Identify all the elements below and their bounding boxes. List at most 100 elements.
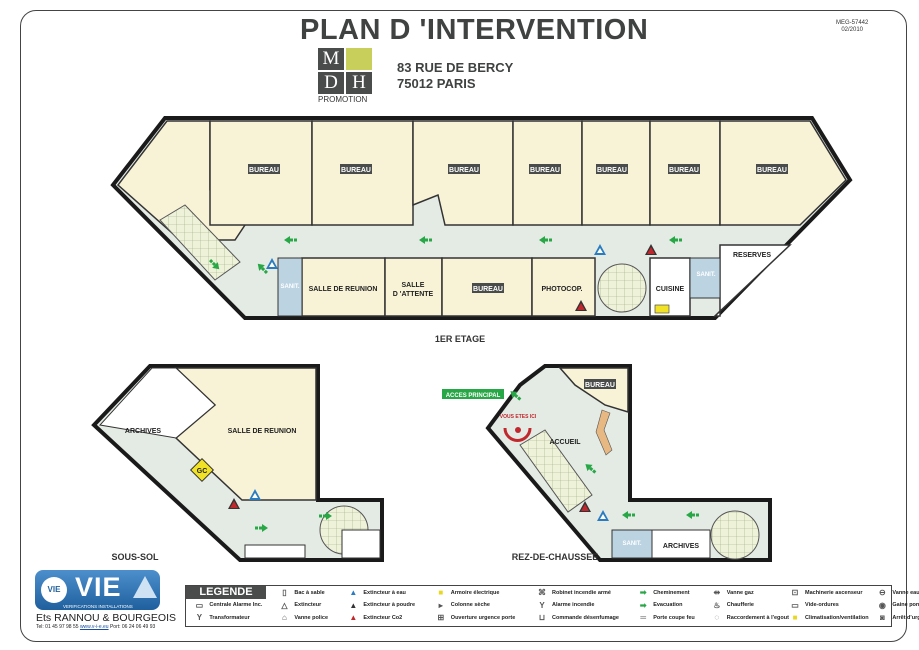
legend-item-label: Robinet incendie armé — [552, 589, 611, 596]
room-photocop — [531, 257, 596, 317]
warning-triangle-icon — [133, 576, 157, 598]
legend-item-label: Arrêt d'urgence — [892, 614, 919, 621]
legend-item-label: Raccordement à l'egout — [726, 614, 789, 621]
label-photocop: PHOTOCOP. — [542, 286, 583, 293]
legend-item: ⌂Vanne police — [278, 613, 328, 622]
legend-item: ■ Armoire électrique — [435, 588, 500, 597]
police-valve-icon: ⌂ — [281, 613, 287, 622]
basement-archives — [99, 367, 216, 439]
dry-riser-icon: ▸ — [438, 600, 443, 610]
legend-title: LEGENDE — [186, 586, 266, 599]
electrical-cabinet-icon: ■ — [438, 588, 444, 597]
extinguisher-icon: △ — [281, 600, 288, 610]
legend-item: △ Extincteur — [278, 601, 321, 610]
label-bureau: BUREAU — [473, 286, 503, 293]
page-title: PLAN D 'INTERVENTION — [300, 14, 649, 46]
label-bureau: BUREAU — [530, 167, 560, 174]
ref-code: MEG-57442 — [836, 20, 869, 26]
label-salle-reunion: SALLE DE REUNION — [228, 428, 297, 435]
legend-item: ■Climatisation/ventilation — [789, 613, 869, 622]
ground-archives — [651, 529, 711, 559]
legend-item-label: Colonne sèche — [450, 602, 490, 608]
label-bureau: BUREAU — [757, 167, 787, 174]
mdh-logo: M D H PROMOTION — [318, 48, 378, 104]
legend-item: ⊞ Ouverture urgence porte — [435, 613, 516, 622]
company-port: Port: 06 24 06 49 93 — [109, 624, 156, 630]
legend-item: ➡Evacuation — [637, 601, 683, 610]
fire-hose-icon: ⌘ — [538, 588, 546, 597]
legend-item-label: Bac à sable — [294, 589, 325, 596]
legend-item: ⌘ Robinet incendie armé — [536, 588, 611, 597]
powder-extinguisher-icon: ▲ — [349, 600, 358, 610]
gas-meter-icon — [189, 457, 215, 483]
legend-item: ▲ Extincteur à eau — [347, 588, 406, 597]
company-contact: Tel: 01 45 97 98 55 www.v-i-e.eu Port: 0… — [36, 624, 155, 630]
label-accueil: ACCUEIL — [549, 439, 581, 446]
spiral-stairs — [597, 263, 647, 313]
legend-item: ▲ Extincteur à poudre — [347, 601, 415, 610]
logo-subtitle: PROMOTION — [318, 95, 368, 104]
label-salle-reunion: SALLE DE REUNION — [309, 286, 378, 293]
legend-item: ▭Vide-ordures — [789, 601, 839, 610]
smoke-control-icon: ⊔ — [538, 613, 546, 622]
fire-door-icon: ═ — [640, 613, 647, 622]
label-salle-attente-1: SALLE — [402, 282, 425, 289]
basement-plan: ARCHIVES SALLE DE REUNION GC SOUS-SOL — [91, 364, 384, 562]
basement-label: SOUS-SOL — [111, 552, 159, 562]
vie-logo: VIE VIE VERIFICATIONS INSTALLATIONS EXTI… — [35, 570, 160, 614]
legend-item: ◙ Arrêt d'urgence — [876, 613, 919, 622]
legend-item-label: Chaufferie — [726, 602, 754, 608]
room-sanit-2 — [689, 257, 721, 299]
page-frame — [20, 10, 907, 642]
room-sanit-1 — [277, 257, 303, 317]
emergency-stop-icon: ◙ — [879, 613, 885, 622]
legend-item: ⊖Vanne eau — [876, 588, 919, 597]
emergency-door-icon: ⊞ — [437, 613, 445, 622]
address-street: 83 RUE DE BERCY — [397, 60, 514, 75]
sand-bin-icon: ▯ — [282, 588, 287, 597]
legend-item-label: Extincteur à poudre — [363, 602, 416, 608]
legend-item-label: Alarme incendie — [552, 602, 595, 608]
water-extinguisher-icon: ▲ — [349, 588, 358, 597]
legend-item: ▯ Bac à sable — [278, 588, 324, 597]
legend-item-label: Extincteur — [294, 602, 322, 608]
label-archives: ARCHIVES — [663, 543, 700, 550]
legend-item-label: Climatisation/ventilation — [805, 614, 869, 621]
company-website-link[interactable]: www.v-i-e.eu — [79, 624, 109, 630]
stairs — [159, 204, 241, 281]
basement-storage — [244, 544, 306, 559]
legend-item-label: Evacuation — [653, 602, 683, 608]
label-bureau: BUREAU — [669, 167, 699, 174]
logo-letter-d: D — [318, 72, 344, 94]
stairs — [519, 429, 593, 513]
vie-tagline: VERIFICATIONS INSTALLATIONS EXTINTEURS — [63, 604, 133, 614]
legend-item: ◌ Raccordement à l'egout — [711, 613, 789, 622]
legend-item: ➡Cheminement — [637, 588, 690, 597]
firefighter-duct-icon: ◉ — [878, 600, 886, 610]
legend-item-label: Extincteur à eau — [363, 589, 406, 596]
legend-item-label: Ouverture urgence porte — [450, 614, 516, 621]
logo-letter-h: H — [346, 72, 372, 94]
ground-sanit — [611, 529, 653, 559]
sewer-icon: ◌ — [714, 613, 720, 622]
reception-desk — [595, 409, 613, 456]
main-access-sign — [442, 389, 504, 399]
ground-floor-label: REZ-DE-CHAUSSEE — [512, 552, 599, 562]
legend-item: ▭Centrale Alarme Inc. — [193, 601, 263, 610]
legend-item: ▲Extincteur Co2 — [347, 613, 402, 622]
spiral-stairs — [710, 510, 760, 560]
legend-item: ⇹Vanne gaz — [711, 588, 753, 597]
label-bureau: BUREAU — [341, 167, 371, 174]
legend-item-label: Porte coupe feu — [653, 614, 695, 621]
transformer-icon: Y — [196, 613, 203, 622]
electrical-cabinet-icon — [654, 304, 670, 314]
legend-item-label: Armoire électrique — [450, 589, 500, 596]
you-are-here-label: VOUS ETES ICI — [500, 414, 537, 420]
label-sanit: SANIT. — [696, 272, 715, 278]
boiler-icon: ♨ — [713, 600, 721, 610]
legend-item-label: Centrale Alarme Inc. — [209, 602, 263, 608]
legend-item: ⊡Machinerie ascenseur — [789, 588, 863, 597]
label-gc: GC — [197, 468, 208, 475]
label-bureau: BUREAU — [585, 382, 615, 389]
main-access-label: ACCES PRINCIPAL — [446, 393, 501, 399]
